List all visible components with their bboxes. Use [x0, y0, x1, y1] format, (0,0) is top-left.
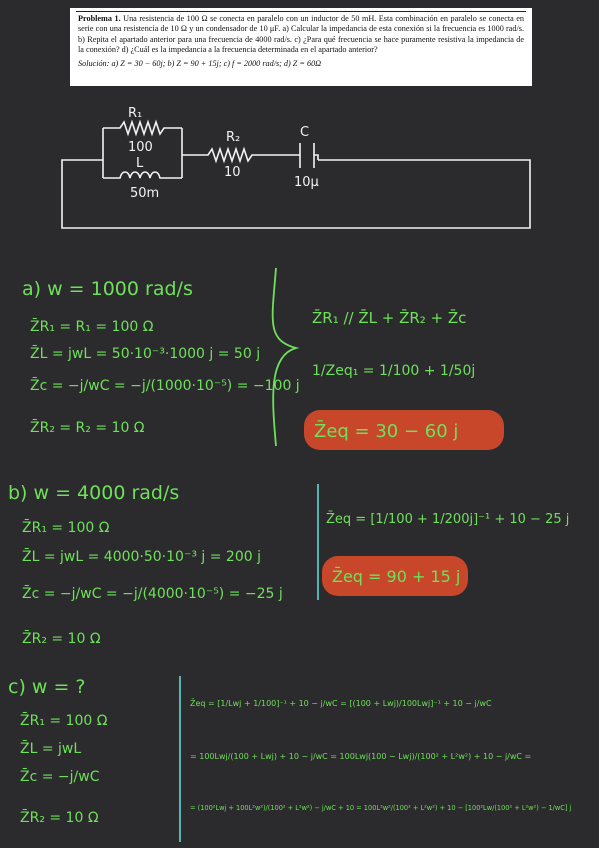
- inductor-l: [103, 171, 182, 179]
- part-c-line-2: Z̄L = jwL: [20, 739, 81, 757]
- c-value: 10μ: [294, 175, 319, 190]
- solution-label: Solución:: [78, 58, 110, 68]
- part-b-line-2: Z̄L = jwL = 4000·50·10⁻³ j = 200 j: [22, 547, 261, 565]
- problem-statement: Problema 1. Una resistencia de 100 Ω se …: [70, 8, 532, 86]
- solution-values: a) Z = 30 − 60j; b) Z = 90 + 15j; c) f =…: [111, 58, 322, 68]
- part-b-line-4: Z̄R₂ = 10 Ω: [22, 629, 101, 647]
- c-label: C: [300, 125, 309, 140]
- part-b-line-1: Z̄R₁ = 100 Ω: [22, 518, 110, 536]
- part-a-right-1: Z̄R₁ // Z̄L + Z̄R₂ + Z̄c: [312, 308, 466, 327]
- part-a-brace: [271, 267, 300, 447]
- part-c-heading: c) w = ?: [8, 676, 86, 698]
- r2-value: 10: [224, 165, 241, 180]
- part-c-line-3: Z̄c = −j/wC: [20, 767, 100, 785]
- part-b-heading: b) w = 4000 rad/s: [8, 482, 179, 504]
- part-a-right-2: 1/Zeq₁ = 1/100 + 1/50j: [312, 363, 475, 379]
- parallel-rails: [102, 128, 183, 178]
- part-a-line-2: Z̄L = jwL = 50·10⁻³·1000 j = 50 j: [30, 344, 260, 362]
- part-c-line-1: Z̄R₁ = 100 Ω: [20, 711, 108, 729]
- top-rule: [76, 11, 526, 12]
- part-b-result: Z̄eq = 90 + 15 j: [332, 567, 460, 586]
- capacitor-c: [299, 143, 319, 168]
- part-c-right-2: = 100Lwj/(100 + Lwj) + 10 − j/wC = 100Lw…: [190, 752, 531, 761]
- part-a-line-4: Z̄R₂ = R₂ = 10 Ω: [30, 418, 145, 436]
- part-a-result: Z̄eq = 30 − 60 j: [314, 420, 458, 442]
- part-a: a) w = 1000 rad/s Z̄R₁ = R₁ = 100 Ω Z̄L …: [22, 267, 504, 450]
- problem-text: Problema 1. Una resistencia de 100 Ω se …: [78, 14, 524, 56]
- part-b-right-1: Z̄eq = [1/100 + 1/200j]⁻¹ + 10 − 25 j: [326, 512, 569, 527]
- part-a-line-1: Z̄R₁ = R₁ = 100 Ω: [30, 317, 154, 335]
- circuit-labels: R₁ 100 L 50m R₂ 10 C 10μ: [128, 106, 319, 201]
- part-b-result-highlight: [322, 556, 468, 596]
- solution-line: Solución: a) Z = 30 − 60j; b) Z = 90 + 1…: [78, 59, 524, 69]
- part-a-result-highlight: [304, 410, 504, 450]
- part-c-line-4: Z̄R₂ = 10 Ω: [20, 808, 99, 826]
- resistor-r2: [182, 146, 300, 164]
- circuit-diagram: [61, 119, 531, 229]
- part-b-line-3: Z̄c = −j/wC = −j/(4000·10⁻⁵) = −25 j: [22, 584, 283, 602]
- part-a-line-3: Z̄c = −j/wC = −j/(1000·10⁻⁵) = −100 j: [30, 376, 300, 394]
- r2-label: R₂: [226, 130, 240, 145]
- problem-body: Una resistencia de 100 Ω se conecta en p…: [78, 14, 524, 55]
- l-value: 50m: [130, 186, 159, 201]
- part-c: c) w = ? Z̄R₁ = 100 Ω Z̄L = jwL Z̄c = −j…: [8, 676, 572, 842]
- circuit-wire-loop: [61, 159, 531, 229]
- r1-value: 100: [128, 140, 153, 155]
- problem-number: Problema 1.: [78, 14, 121, 23]
- part-c-right-3: = (100²Lwj + 100L²w²)/(100² + L²w²) − j/…: [190, 804, 572, 812]
- r1-label: R₁: [128, 106, 142, 121]
- part-a-heading: a) w = 1000 rad/s: [22, 278, 193, 300]
- part-b: b) w = 4000 rad/s Z̄R₁ = 100 Ω Z̄L = jwL…: [8, 482, 569, 647]
- resistor-r1: [103, 119, 182, 137]
- part-c-right-1: Z̄eq = [1/Lwj + 1/100]⁻¹ + 10 − j/wC = […: [190, 698, 492, 708]
- l-label: L: [136, 156, 144, 171]
